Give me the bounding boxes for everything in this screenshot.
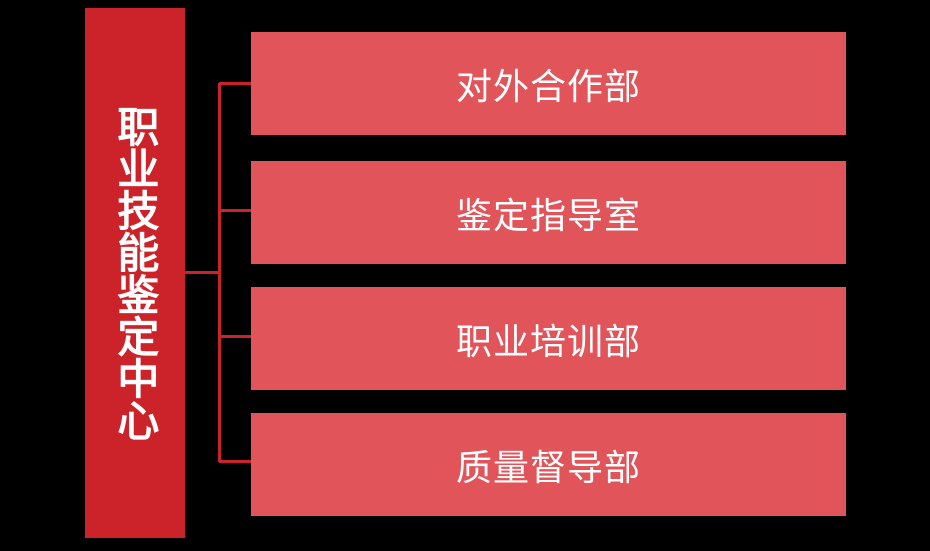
dept-node-2[interactable]: 鉴定指导室 [251,161,846,264]
dept-node-3-label: 职业培训部 [455,321,641,363]
dept-node-4[interactable]: 质量督导部 [251,413,846,516]
dept-node-4-label: 质量督导部 [455,447,641,489]
root-node-banner[interactable]: 职业技能鉴定中心 [85,8,185,538]
root-node-label: 职业技能鉴定中心 [110,105,160,441]
dept-node-1-label: 对外合作部 [455,66,641,108]
dept-node-1[interactable]: 对外合作部 [251,32,846,135]
dept-node-3[interactable]: 职业培训部 [251,287,846,390]
dept-node-2-label: 鉴定指导室 [455,195,641,237]
